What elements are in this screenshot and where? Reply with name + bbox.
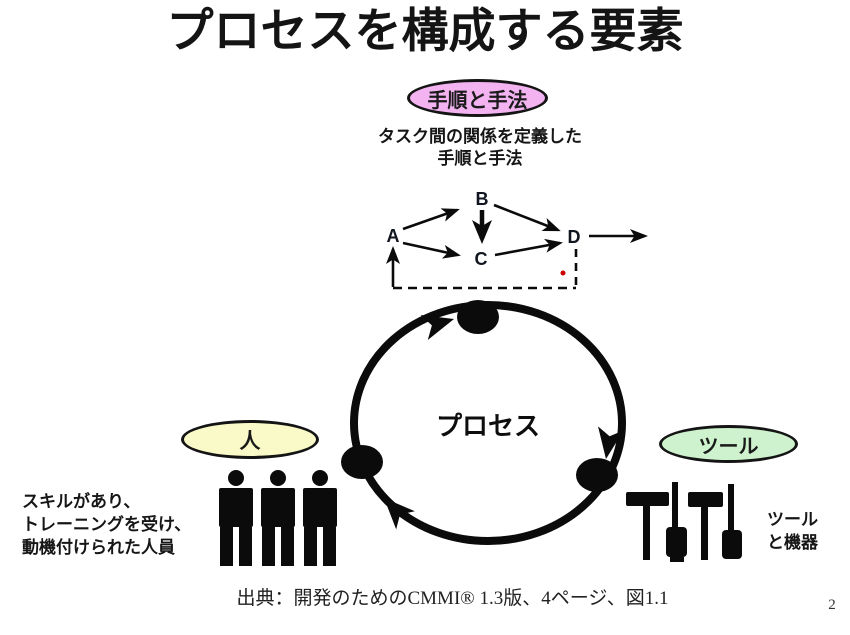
person-icon (303, 470, 337, 566)
screwdriver-icon (722, 484, 742, 559)
people-note-line3: 動機付けられた人員 (22, 538, 175, 557)
task-node-a: A (386, 226, 400, 246)
cycle-arrowhead-left (384, 498, 415, 530)
arrow-a-to-b (402, 208, 460, 231)
cycle-node-right (576, 458, 618, 492)
task-node-c: C (474, 249, 488, 269)
task-node-d: D (567, 227, 581, 247)
page-title: プロセスを構成する要素 (166, 4, 684, 57)
people-bubble-label: 人 (239, 429, 261, 453)
tools-bubble: ツール (659, 425, 798, 463)
tools-note-line2: と機器 (767, 533, 818, 552)
page-number: 2 (828, 597, 836, 613)
process-cycle-diagram (341, 300, 626, 545)
tools-note: ツール と機器 (767, 508, 818, 554)
person-icon (219, 470, 253, 566)
screwdriver-icon (666, 482, 687, 562)
task-flow-diagram (386, 203, 648, 290)
arrow-c-to-d (494, 238, 563, 257)
hammer-icon (688, 492, 723, 560)
red-dot (560, 270, 566, 276)
people-bubble: 人 (181, 420, 319, 459)
tools-note-line1: ツール (767, 510, 818, 529)
people-icons (219, 470, 337, 566)
procedures-bubble: 手順と手法 (407, 79, 548, 117)
cycle-arrowhead-right (598, 426, 624, 459)
cycle-node-top (457, 300, 499, 334)
procedures-bubble-label: 手順と手法 (427, 89, 528, 112)
people-note-line1: スキルがあり、 (22, 492, 141, 511)
person-icon (261, 470, 295, 566)
task-caption: タスク間の関係を定義した 手順と手法 (320, 126, 640, 170)
source-note: 出典：開発のためのCMMI® 1.3版、4ページ、図1.1 (236, 588, 669, 609)
cycle-node-left (341, 445, 383, 479)
people-note-line2: トレーニングを受け、 (22, 515, 192, 534)
arrow-b-to-d (493, 203, 561, 232)
process-label: プロセス (435, 411, 540, 441)
task-caption-line2: 手順と手法 (437, 149, 523, 168)
task-node-b: B (475, 189, 489, 209)
tools-bubble-label: ツール (698, 435, 759, 458)
task-caption-line1: タスク間の関係を定義した (378, 127, 582, 146)
arrow-a-to-c (402, 241, 461, 259)
hammer-icon (626, 492, 669, 560)
cycle-arrowhead-top (420, 315, 454, 341)
people-note: スキルがあり、 トレーニングを受け、 動機付けられた人員 (22, 490, 191, 559)
tools-icons (626, 482, 742, 562)
